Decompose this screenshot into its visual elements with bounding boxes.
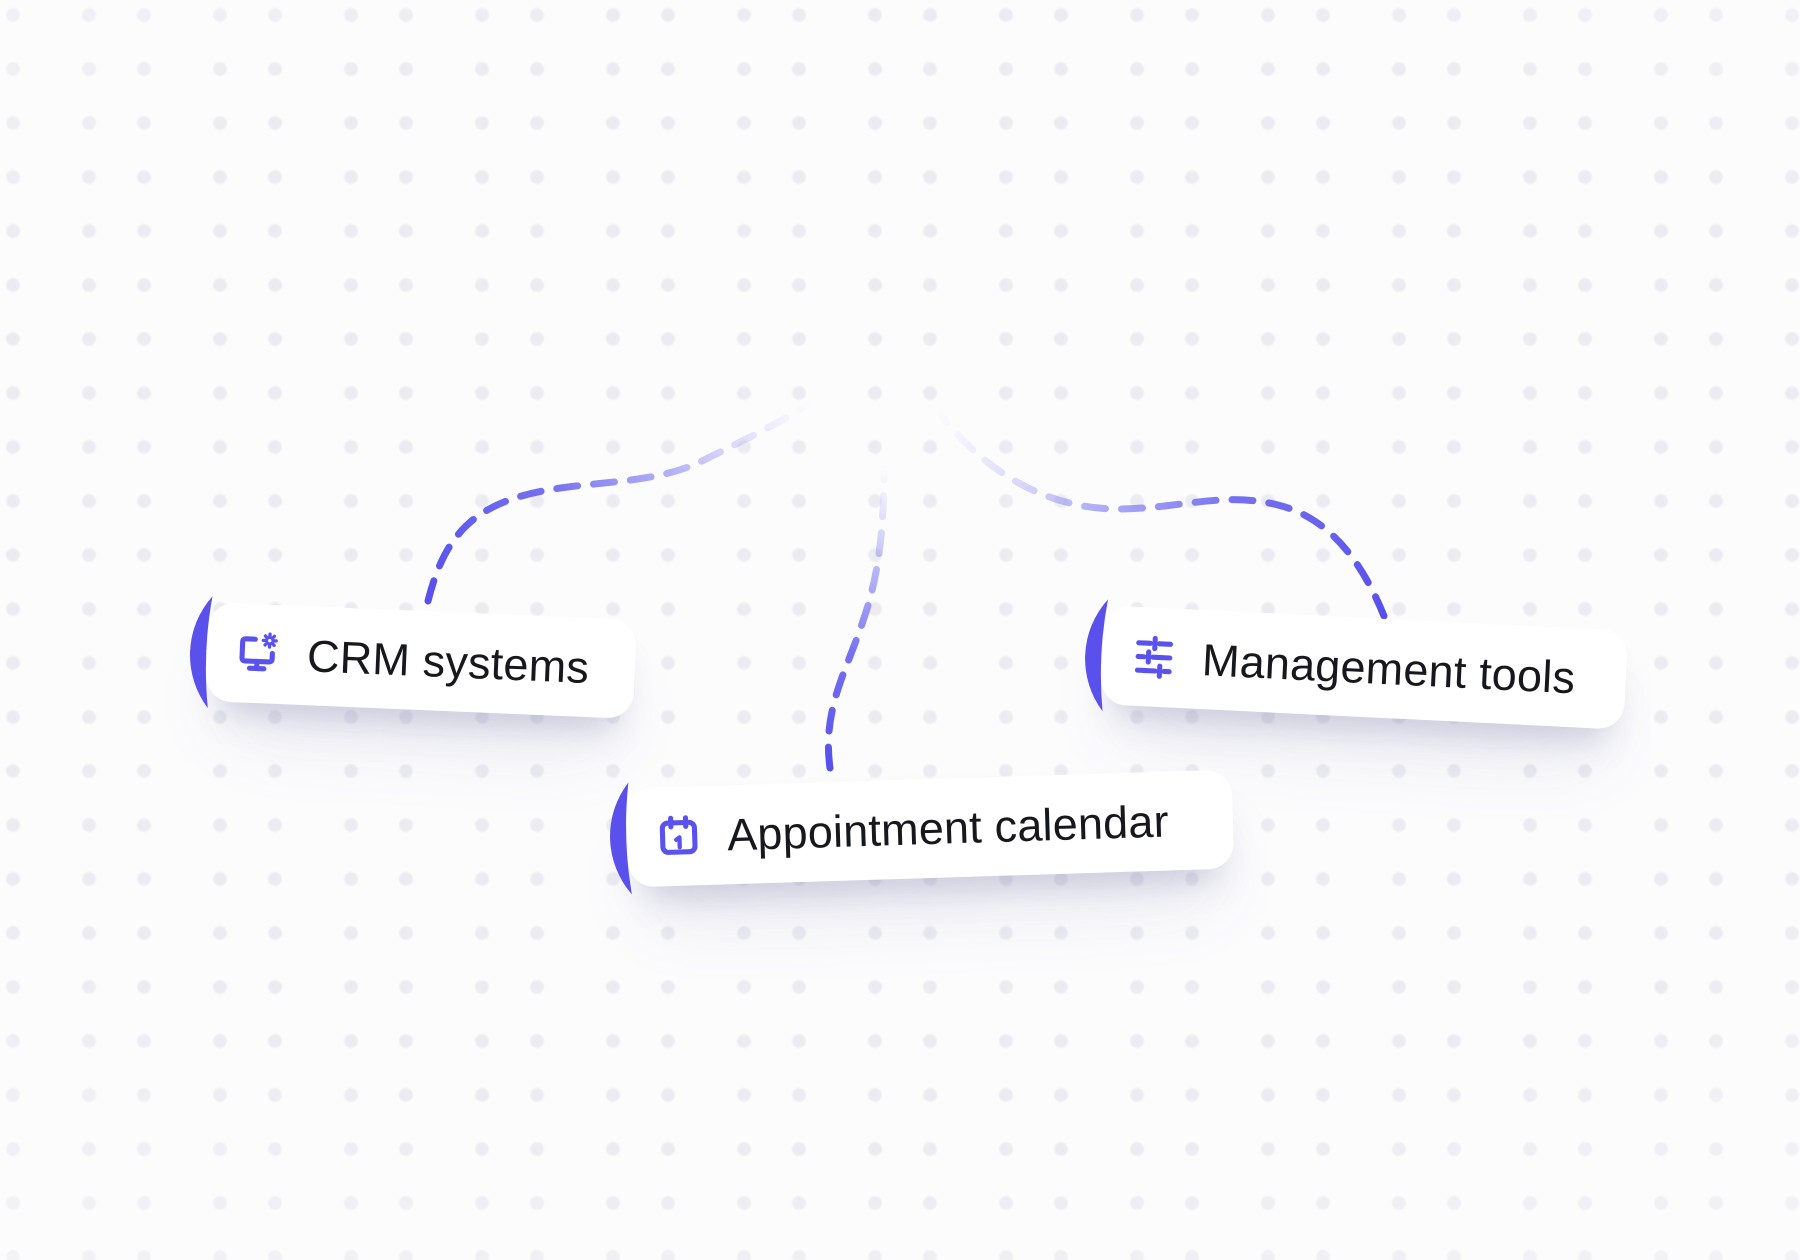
connector-to-management (932, 404, 1388, 620)
monitor-gear-icon (234, 629, 283, 678)
sliders-icon (1129, 633, 1178, 682)
card-label: Management tools (1200, 633, 1577, 703)
bracket-accent (1085, 598, 1109, 711)
connector-to-appointment (824, 464, 888, 772)
connector-to-crm (424, 396, 818, 605)
card-label: Appointment calendar (726, 795, 1170, 860)
bracket-accent (190, 595, 213, 708)
card-crm-systems: CRM systems (190, 595, 637, 719)
calendar-icon (654, 812, 702, 860)
card-management-tools: Management tools (1085, 598, 1629, 730)
card-appointment-calendar: Appointment calendar (610, 769, 1235, 894)
bracket-accent (610, 781, 632, 894)
card-label: CRM systems (306, 629, 591, 693)
